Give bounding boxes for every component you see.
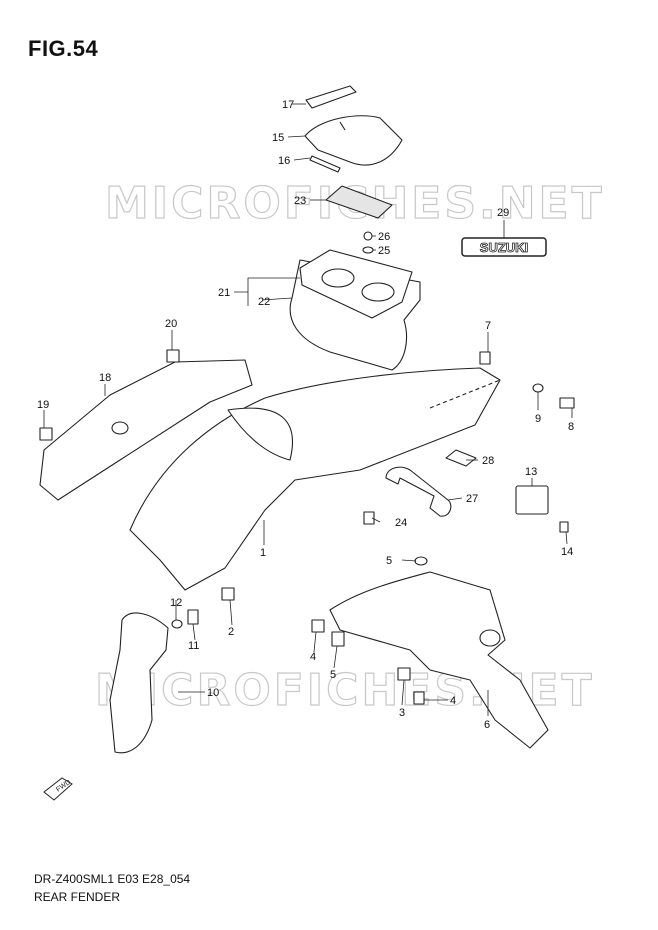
part-27-handle bbox=[385, 466, 452, 517]
callout-26: 26 bbox=[378, 231, 390, 243]
callout-2: 2 bbox=[228, 626, 234, 638]
callout-8: 8 bbox=[568, 421, 574, 433]
part-2-bolt bbox=[221, 587, 235, 601]
callout-9: 9 bbox=[535, 413, 541, 425]
fwd-arrow-icon: FWD bbox=[43, 777, 73, 801]
callout-21: 21 bbox=[218, 287, 230, 299]
figure-title: FIG.54 bbox=[28, 36, 99, 61]
part-11-bolt bbox=[187, 609, 199, 625]
callout-17: 17 bbox=[282, 99, 294, 111]
callout-24: 24 bbox=[395, 517, 407, 529]
callout-15: 15 bbox=[272, 132, 284, 144]
part-4-bolt-lower bbox=[413, 691, 425, 705]
callout-14: 14 bbox=[561, 546, 573, 558]
footer-diagram-code: DR-Z400SML1 E03 E28_054 bbox=[34, 872, 191, 886]
part-3-nut bbox=[397, 667, 411, 681]
callout-22: 22 bbox=[258, 296, 270, 308]
part-12-washer bbox=[171, 619, 183, 629]
callout-3: 3 bbox=[399, 707, 405, 719]
callout-27: 27 bbox=[466, 493, 478, 505]
part-20-bolt bbox=[166, 349, 180, 363]
callout-4-left: 4 bbox=[310, 651, 316, 663]
part-15-tool-bag bbox=[304, 115, 403, 166]
part-23-label-plate bbox=[325, 185, 393, 219]
emblem-text: SUZUKI bbox=[480, 240, 528, 255]
callout-10: 10 bbox=[207, 687, 219, 699]
callout-7: 7 bbox=[485, 320, 491, 332]
part-5-collar bbox=[331, 631, 345, 647]
part-4-bolt bbox=[311, 619, 325, 633]
callout-5-upper: 5 bbox=[386, 555, 392, 567]
part-13-reflector bbox=[515, 485, 549, 515]
callout-11: 11 bbox=[188, 640, 199, 652]
part-6-license-bracket bbox=[329, 571, 549, 749]
part-1-rear-fender bbox=[129, 367, 501, 591]
callout-19: 19 bbox=[37, 399, 49, 411]
callout-29: 29 bbox=[497, 207, 509, 219]
callout-12: 12 bbox=[170, 597, 182, 609]
part-8-bolt bbox=[559, 397, 575, 409]
part-9-washer bbox=[532, 383, 544, 393]
callout-20: 20 bbox=[165, 318, 177, 330]
callout-23: 23 bbox=[294, 195, 306, 207]
callout-4-right: 4 bbox=[450, 695, 456, 707]
callout-5-lower: 5 bbox=[330, 669, 336, 681]
callout-6: 6 bbox=[484, 719, 490, 731]
part-18-side-cover bbox=[39, 359, 253, 501]
part-17-strap bbox=[305, 85, 357, 109]
part-26-nut bbox=[363, 231, 373, 241]
part-28-pad bbox=[445, 449, 477, 467]
callout-28: 28 bbox=[482, 455, 494, 467]
part-10-mud-flap bbox=[109, 612, 169, 754]
callout-1: 1 bbox=[260, 547, 266, 559]
part-14-screw bbox=[559, 521, 569, 533]
part-21-tool-box-cover bbox=[299, 249, 413, 319]
part-7-clip bbox=[479, 351, 491, 365]
callout-18: 18 bbox=[99, 372, 111, 384]
part-19-bolt bbox=[39, 427, 53, 441]
callout-25: 25 bbox=[378, 245, 390, 257]
footer-diagram-name: REAR FENDER bbox=[34, 890, 121, 904]
callout-16: 16 bbox=[278, 155, 290, 167]
part-16-pin bbox=[309, 155, 341, 173]
callout-13: 13 bbox=[525, 466, 537, 478]
part-5-collar-top bbox=[414, 556, 428, 566]
part-24-bolt bbox=[363, 511, 375, 525]
part-25-washer bbox=[362, 246, 374, 254]
